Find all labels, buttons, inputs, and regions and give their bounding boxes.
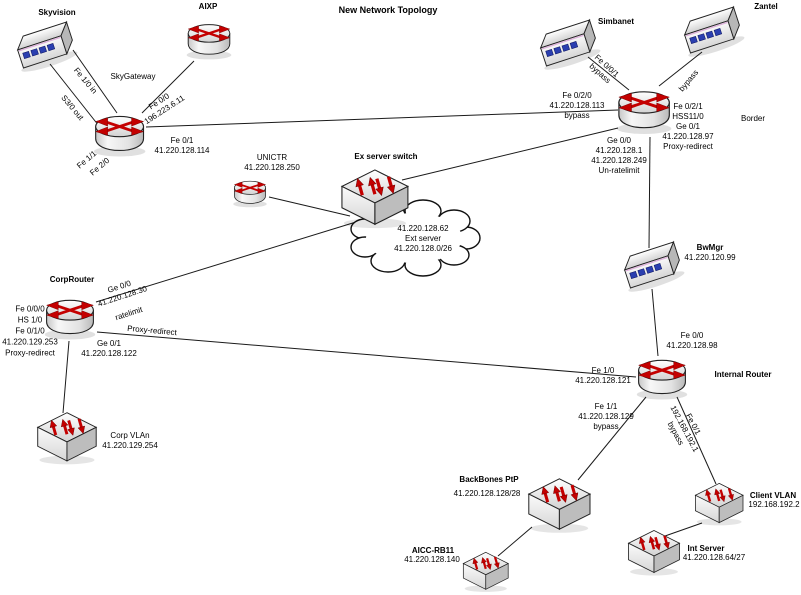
unictr-label: UNICTR 41.220.128.250 [244,153,300,172]
diagram-title: New Network Topology [338,5,438,15]
internal-router-icon [635,358,689,401]
int-server-ip: 41.220.128.64/27 [682,553,746,562]
link-unictr-exswitch [268,196,351,217]
link-corprouter-exswitch [95,221,357,303]
ex-server-switch-label: Ex server switch [354,152,418,161]
aicc-rb11-ip: 41.220.128.140 [404,555,460,564]
link-border-bwmgr [648,136,651,249]
label-fe00-98: Fe 0/0 41.220.128.98 [666,331,718,350]
label-ge00-border: Ge 0/0 41.220.128.1 41.220.128.249 Un-ra… [591,136,647,175]
zantel-switchbox-icon [677,6,747,61]
border-label: Border [740,114,766,123]
client-vlan-switch-icon [695,483,743,525]
label-fe01-114: Fe 0/1 41.220.128.114 [154,136,210,155]
link-internal-backbones [577,396,647,481]
label-fe10-121: Fe 1/0 41.220.128.121 [575,366,631,385]
link-zantel-border [658,51,703,87]
label-fe11-129: Fe 1/1 41.220.128.129 bypass [578,402,634,431]
aixp-label: AIXP [198,2,218,11]
bwmgr-switchbox-icon [617,241,687,296]
aicc-rb11-switch-icon [463,552,508,592]
backbones-ptp-switch-icon [529,479,590,533]
link-skygateway-border [145,109,619,128]
corp-vlan-switch-icon [38,413,96,465]
link-skyvision-skygateway-s30 [49,63,100,127]
link-border-exswitch [401,127,619,181]
aicc-rb11-label: AICC-RB11 [411,546,455,555]
zantel-label: Zantel [754,2,778,11]
skygateway-label: SkyGateway [110,72,156,81]
simbanet-label: Simbanet [597,17,635,26]
int-server-switch-icon [629,531,680,576]
link-corprouter-internal [96,331,637,378]
link-skygateway-aixp [141,60,195,114]
int-server-label: Int Server [687,544,725,553]
backbones-ptp-label: BackBones PtP [459,475,519,484]
link-clientvlan-intserver [664,522,703,537]
skygateway-router-icon [92,115,147,158]
aixp-router-icon [185,23,233,61]
backbones-ptp-ip: 41.220.128.128/28 [453,489,521,498]
link-backbones-aicc [497,526,533,557]
link-simbanet-border [587,56,630,91]
link-internal-clientvlan [676,396,717,485]
label-ge01-corp: Ge 0/1 41.220.128.122 [81,339,137,358]
link-skyvision-skygateway-fe10 [72,49,118,114]
client-vlan-ip: 192.168.192.2 [748,500,800,509]
corp-vlan-label: Corp VLAn 41.220.129.254 [102,431,158,450]
label-corprouter-interfaces: Fe 0/0/0 HS 1/0 Fe 0/1/0 41.220.129.253 … [2,304,58,358]
corprouter-label: CorpRouter [49,275,95,284]
ext-server-cloud-label: 41.220.128.62 Ext server 41.220.128.0/26 [394,224,452,253]
link-corprouter-corpvlan [62,340,70,414]
label-border-right: Fe 0/2/1 HSS11/0 Ge 0/1 41.220.128.97 Pr… [662,102,714,151]
label-fe020-113: Fe 0/2/0 41.220.128.113 bypass [549,91,605,120]
link-bwmgr-internal [651,288,659,357]
skyvision-switchbox-icon [10,21,80,76]
client-vlan-label: Client VLAN [749,491,797,500]
unictr-router-icon [232,180,268,209]
bwmgr-label: BwMgr 41.220.120.99 [684,243,736,262]
skyvision-label: Skyvision [38,8,76,17]
internal-router-label: Internal Router [714,370,772,379]
